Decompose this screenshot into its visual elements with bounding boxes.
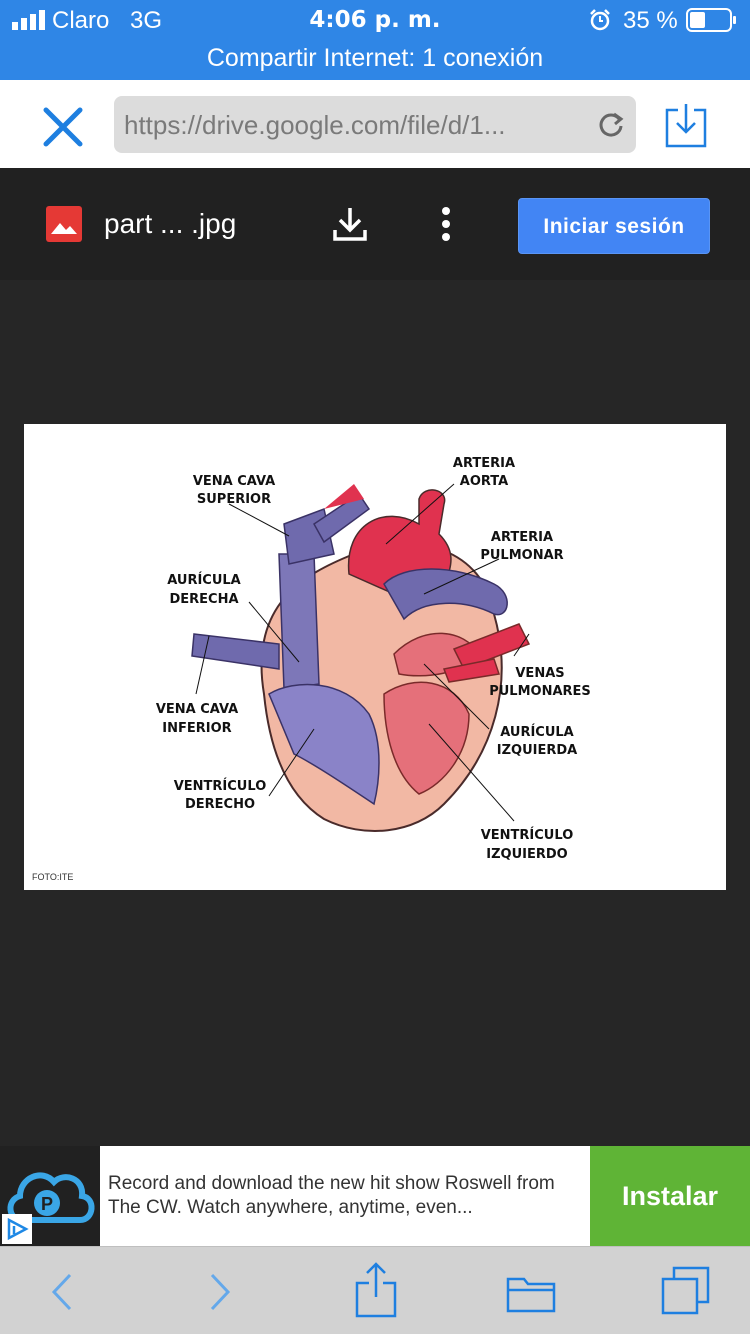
close-icon[interactable]	[42, 106, 84, 148]
save-to-files-icon[interactable]	[664, 102, 708, 148]
pulmonary-veins-shape	[452, 623, 531, 670]
battery-icon	[686, 8, 736, 32]
superior-vena-cava-shape	[278, 553, 320, 690]
drive-header: part ... .jpg Iniciar sesión	[0, 168, 750, 280]
back-icon[interactable]	[48, 1271, 76, 1313]
install-button[interactable]: Instalar	[590, 1146, 750, 1246]
label-auricula-derecha-2: DERECHA	[169, 592, 238, 607]
label-venas-pulmonares-2: PULMONARES	[489, 684, 591, 699]
label-auricula-izquierda-2: IZQUIERDA	[497, 743, 577, 758]
ad-text[interactable]: Record and download the new hit show Ros…	[108, 1173, 555, 1218]
more-options-icon[interactable]	[436, 206, 456, 242]
alarm-icon	[590, 9, 610, 31]
browser-url-bar: https://drive.google.com/file/d/1...	[0, 80, 750, 168]
url-text: https://drive.google.com/file/d/1...	[124, 110, 506, 140]
download-icon[interactable]	[332, 206, 368, 242]
pulmonary-artery-shape	[383, 568, 508, 621]
carrier-name: Claro	[52, 7, 110, 34]
signal-icon	[12, 10, 45, 30]
heart-diagram-image: VENA CAVA SUPERIOR ARTERIA AORTA ARTERIA…	[24, 424, 726, 890]
inferior-vena-cava-shape	[191, 633, 280, 670]
tabs-icon[interactable]	[660, 1265, 712, 1317]
image-credit: FOTO:ITE	[32, 872, 73, 882]
svg-text:P: P	[41, 1194, 53, 1214]
bookmarks-folder-icon[interactable]	[506, 1273, 556, 1313]
aorta-shape	[347, 489, 452, 595]
label-ventriculo-izquierdo-2: IZQUIERDO	[486, 847, 567, 862]
file-name: part ... .jpg	[104, 208, 237, 239]
label-ventriculo-derecho-1: VENTRÍCULO	[174, 778, 267, 794]
label-arteria-pulmonar-2: PULMONAR	[480, 548, 563, 563]
browser-toolbar	[0, 1246, 750, 1334]
label-arteria-aorta-2: AORTA	[460, 474, 508, 489]
clock: 4:06 p. m.	[309, 7, 441, 33]
label-vena-cava-inferior-1: VENA CAVA	[156, 702, 238, 717]
share-icon[interactable]	[354, 1261, 398, 1319]
right-ventricle-shape	[268, 683, 380, 806]
reload-icon[interactable]	[596, 110, 626, 140]
status-bar: Claro 3G 4:06 p. m. 35 % Compartir Inter…	[0, 0, 750, 80]
network-type: 3G	[130, 7, 163, 34]
tethering-banner[interactable]: Compartir Internet: 1 conexión	[206, 44, 544, 72]
label-vena-cava-superior-2: SUPERIOR	[197, 492, 271, 507]
sign-in-button[interactable]: Iniciar sesión	[518, 198, 710, 254]
url-field[interactable]: https://drive.google.com/file/d/1...	[114, 96, 636, 153]
label-venas-pulmonares-1: VENAS	[515, 666, 564, 681]
battery-percent: 35 %	[623, 7, 678, 34]
label-ventriculo-derecho-2: DERECHO	[185, 797, 255, 812]
label-ventriculo-izquierdo-1: VENTRÍCULO	[481, 827, 574, 843]
ad-banner[interactable]: P Record and download the new hit show R…	[0, 1146, 750, 1246]
label-vena-cava-superior-1: VENA CAVA	[193, 474, 275, 489]
label-auricula-izquierda-1: AURÍCULA	[500, 724, 574, 740]
label-auricula-derecha-1: AURÍCULA	[167, 572, 241, 588]
image-file-icon	[46, 206, 82, 242]
left-ventricle-shape	[383, 681, 470, 795]
label-vena-cava-inferior-2: INFERIOR	[162, 721, 231, 736]
cloud-app-icon: P	[7, 1172, 95, 1223]
ad-choices-icon[interactable]	[2, 1214, 32, 1244]
ad-app-logo[interactable]: P	[0, 1146, 100, 1246]
label-arteria-aorta-1: ARTERIA	[453, 456, 515, 471]
forward-icon[interactable]	[206, 1271, 234, 1313]
label-arteria-pulmonar-1: ARTERIA	[491, 530, 553, 545]
